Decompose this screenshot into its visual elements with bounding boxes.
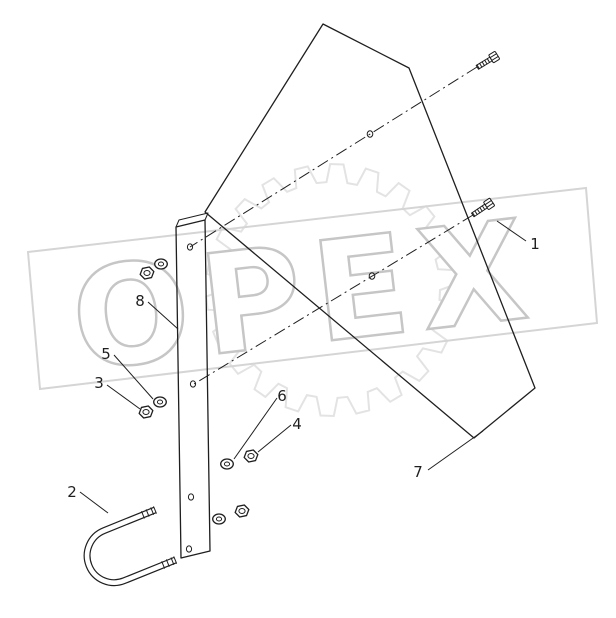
leader-4 [257,424,292,453]
leader-2 [79,491,109,514]
mounting-bar [175,219,211,559]
leader-1 [496,220,527,242]
bolt-head-facets [484,199,494,208]
leader-5 [113,354,154,400]
plate-hole-upper [366,130,374,138]
nut-4b [233,503,251,519]
u-bolt-tip-caps [153,506,178,564]
bar-hole-3 [187,493,195,501]
hex-bolt-upper [475,51,500,70]
bolt-head [483,197,495,210]
mounting-bar-top-edge [175,212,209,228]
leader-8 [147,301,179,330]
callout-2: 2 [67,483,77,501]
nut-4a [242,448,260,464]
bolt-threads [476,58,491,70]
callout-5: 5 [101,345,111,363]
leader-6 [233,397,278,460]
bolt-head [488,51,500,64]
bolt-head-facets [489,53,499,61]
watermark: OPEX [26,162,599,418]
callout-8: 8 [135,292,145,310]
bar-hole-1 [186,243,194,251]
u-bolt-threads [141,507,175,569]
callout-4: 4 [292,415,302,433]
washer-5 [153,396,167,408]
callout-6: 6 [277,387,287,405]
bolt-threads [471,205,486,217]
deflector-plate [204,23,536,439]
callout-7: 7 [413,463,423,481]
callout-3: 3 [94,374,104,392]
callout-1: 1 [530,235,540,253]
washer-6b [212,513,226,525]
leader-7 [427,430,484,471]
watermark-frame [26,186,599,391]
nut-3 [137,404,155,420]
hex-bolt-lower [471,197,495,218]
washer-top [154,258,168,270]
centerline-lower [193,214,474,385]
watermark-gear-icon [205,162,459,418]
bar-hole-4 [185,545,193,553]
bar-hole-2 [189,380,197,388]
u-bolt-rod-core [84,507,177,585]
plate-hole-lower [368,272,376,280]
washer-6a [220,458,234,470]
leader-3 [106,384,141,410]
u-bolt [83,506,178,587]
